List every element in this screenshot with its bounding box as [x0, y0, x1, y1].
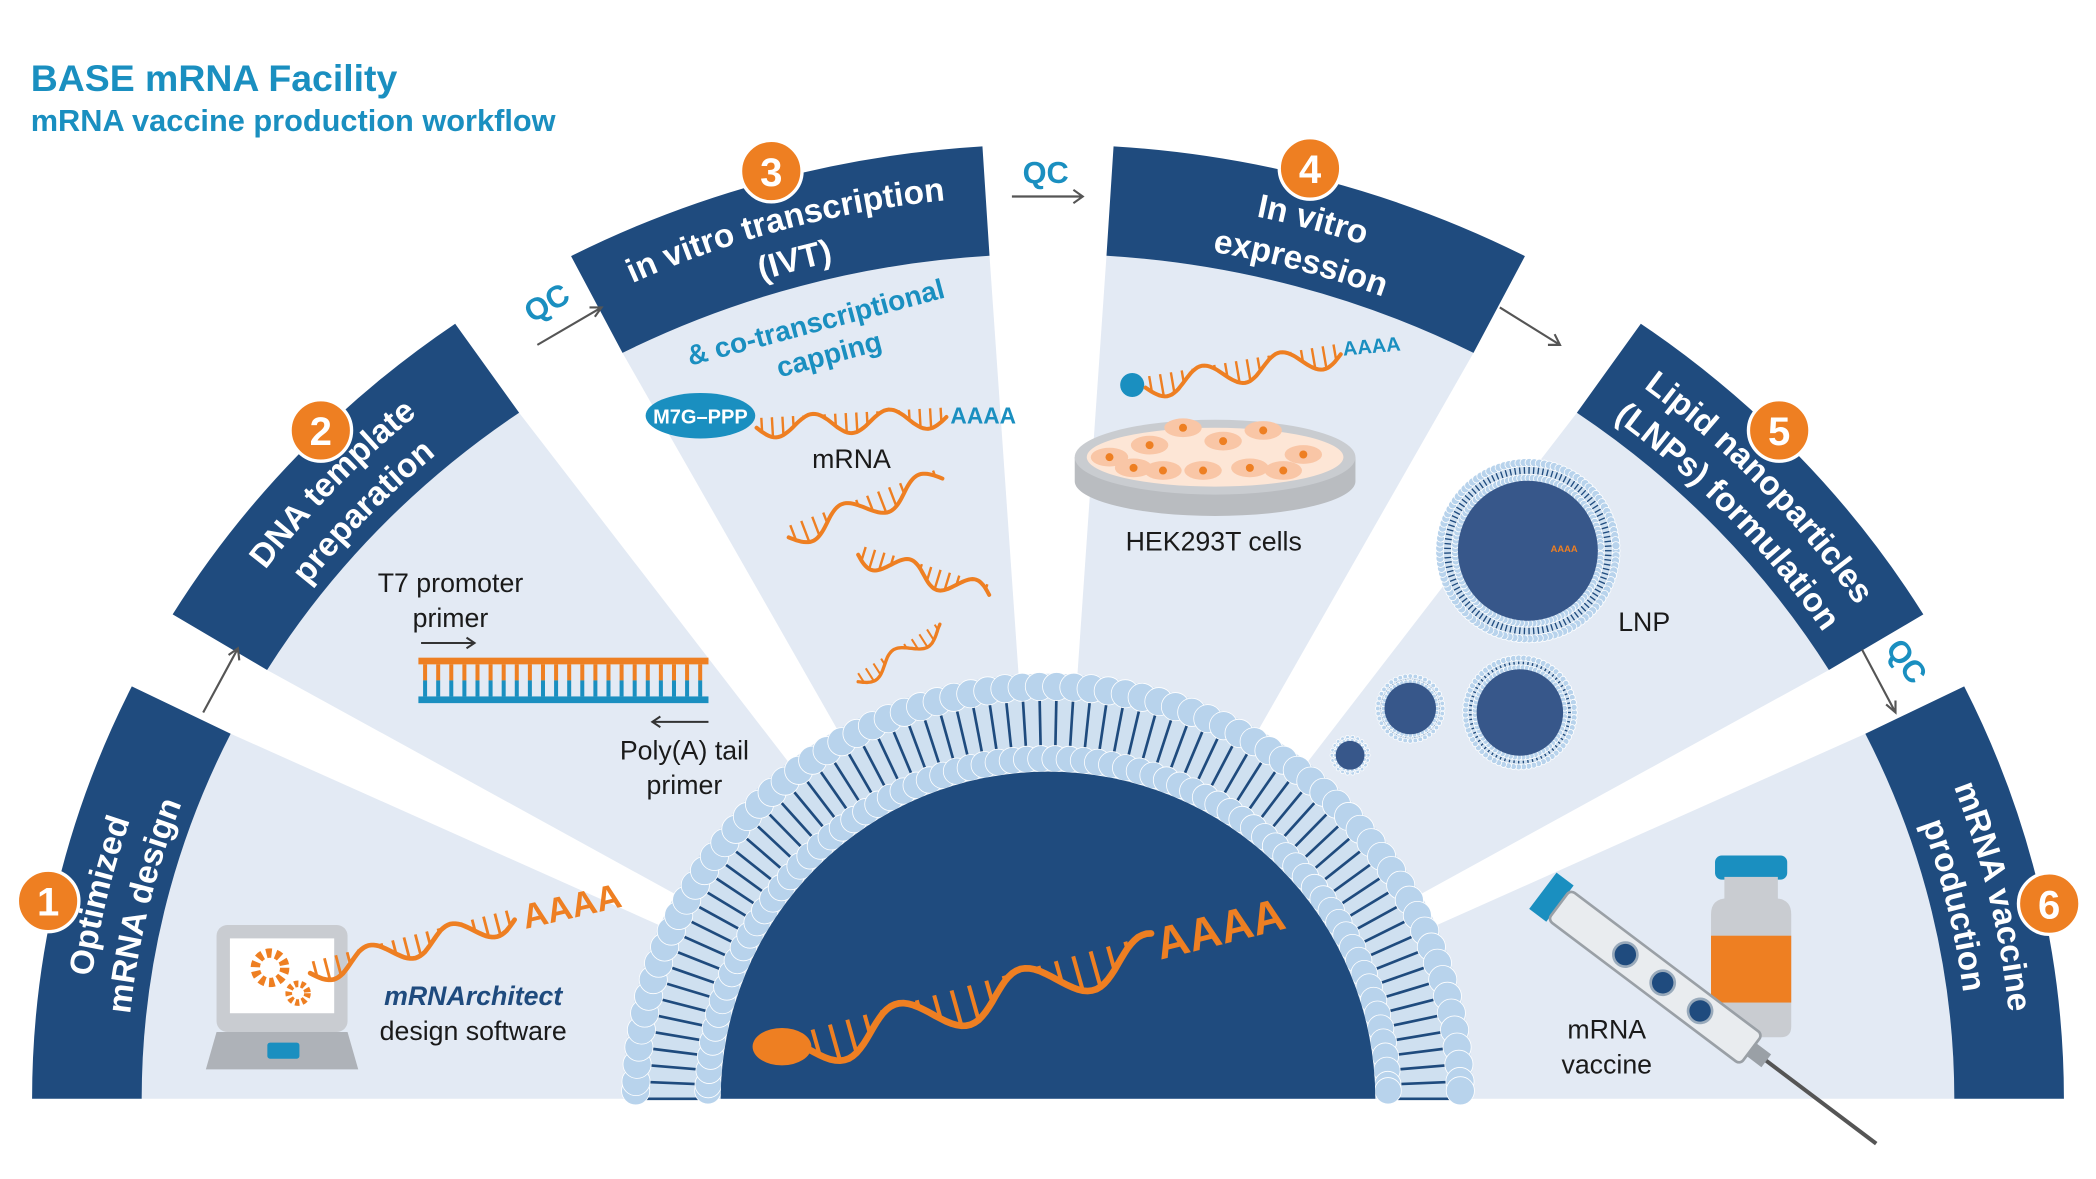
- qc-label-2-3: QC: [518, 276, 575, 329]
- qc-label-3-4: QC: [1023, 155, 1069, 190]
- step3-tail: AAAA: [950, 403, 1016, 429]
- step-banner-3: [571, 146, 990, 353]
- arrow-5-6: [1861, 649, 1897, 715]
- arrow-4-5: [1499, 306, 1562, 346]
- software-name: mRNArchitect: [384, 981, 563, 1011]
- step-banner-2: [172, 323, 520, 671]
- step-banner-1: [32, 686, 231, 1099]
- mrna-strand-center: [805, 930, 1155, 1065]
- forward-primer-arrow: [421, 636, 477, 650]
- step-badge-2: 2: [288, 398, 354, 463]
- step-badges: 1 2 3 4 5 6: [15, 136, 2082, 937]
- arrow-3-4: [1011, 188, 1085, 205]
- vaccine-label: mRNA: [1567, 1015, 1646, 1045]
- qc-label-5-6: QC: [1879, 632, 1934, 690]
- step-banner-6: [1865, 686, 2064, 1099]
- svg-text:4: 4: [1299, 148, 1322, 192]
- svg-text:1: 1: [37, 881, 59, 925]
- vaccine-label-2: vaccine: [1561, 1049, 1652, 1079]
- step-badge-6: 6: [2016, 871, 2082, 937]
- step-badge-1: 1: [15, 868, 81, 934]
- svg-text:5: 5: [1768, 410, 1790, 454]
- laptop-icon: [205, 925, 359, 1070]
- flow-arrows: [202, 188, 1897, 715]
- step-banner-4: [1106, 146, 1525, 353]
- cap-label: M7G–PPP: [653, 407, 748, 429]
- software-desc: design software: [380, 1016, 567, 1046]
- step-badge-3: 3: [738, 138, 804, 204]
- cap-dot: [1120, 372, 1145, 398]
- vial-icon: [1711, 855, 1792, 1038]
- center-cap: [752, 1027, 812, 1066]
- arrow-2-3: [536, 306, 604, 346]
- arrow-1-2: [202, 646, 241, 713]
- step-banners: [32, 146, 2064, 1099]
- svg-text:3: 3: [760, 151, 782, 195]
- polya-label: Poly(A) tail: [620, 735, 749, 765]
- lnp-label: LNP: [1618, 607, 1670, 637]
- cell-membrane: [621, 672, 1475, 1106]
- step-badge-5: 5: [1746, 398, 1812, 463]
- title: BASE mRNA Facility: [31, 57, 398, 99]
- svg-text:2: 2: [310, 410, 332, 454]
- mrna-label: mRNA: [812, 444, 891, 474]
- gear-icon: [285, 980, 311, 1006]
- subtitle: mRNA vaccine production workflow: [31, 103, 556, 138]
- t7-label-2: primer: [413, 603, 489, 633]
- mrna-strand: [307, 910, 517, 983]
- cells-label: HEK293T cells: [1126, 527, 1302, 557]
- step4-tail: AAAA: [1342, 334, 1402, 361]
- svg-text:6: 6: [2038, 883, 2060, 927]
- t7-label: T7 promoter: [378, 568, 524, 598]
- lnp-particles: [1329, 458, 1621, 776]
- syringe-icon: [1529, 872, 1878, 1146]
- step-banner-5: [1576, 323, 1924, 671]
- step-badge-4: 4: [1277, 136, 1343, 201]
- cap-badge: [645, 393, 756, 439]
- gear-icon: [250, 948, 290, 988]
- mrna-strand: [1143, 344, 1343, 399]
- dna-template: [418, 657, 709, 704]
- lnp-mini-tail: AAAA: [1551, 544, 1578, 554]
- petri-dish-icon: [1074, 418, 1356, 516]
- polya-label-2: primer: [647, 770, 723, 800]
- mrna-strand: [754, 407, 992, 685]
- reverse-primer-arrow: [650, 715, 709, 729]
